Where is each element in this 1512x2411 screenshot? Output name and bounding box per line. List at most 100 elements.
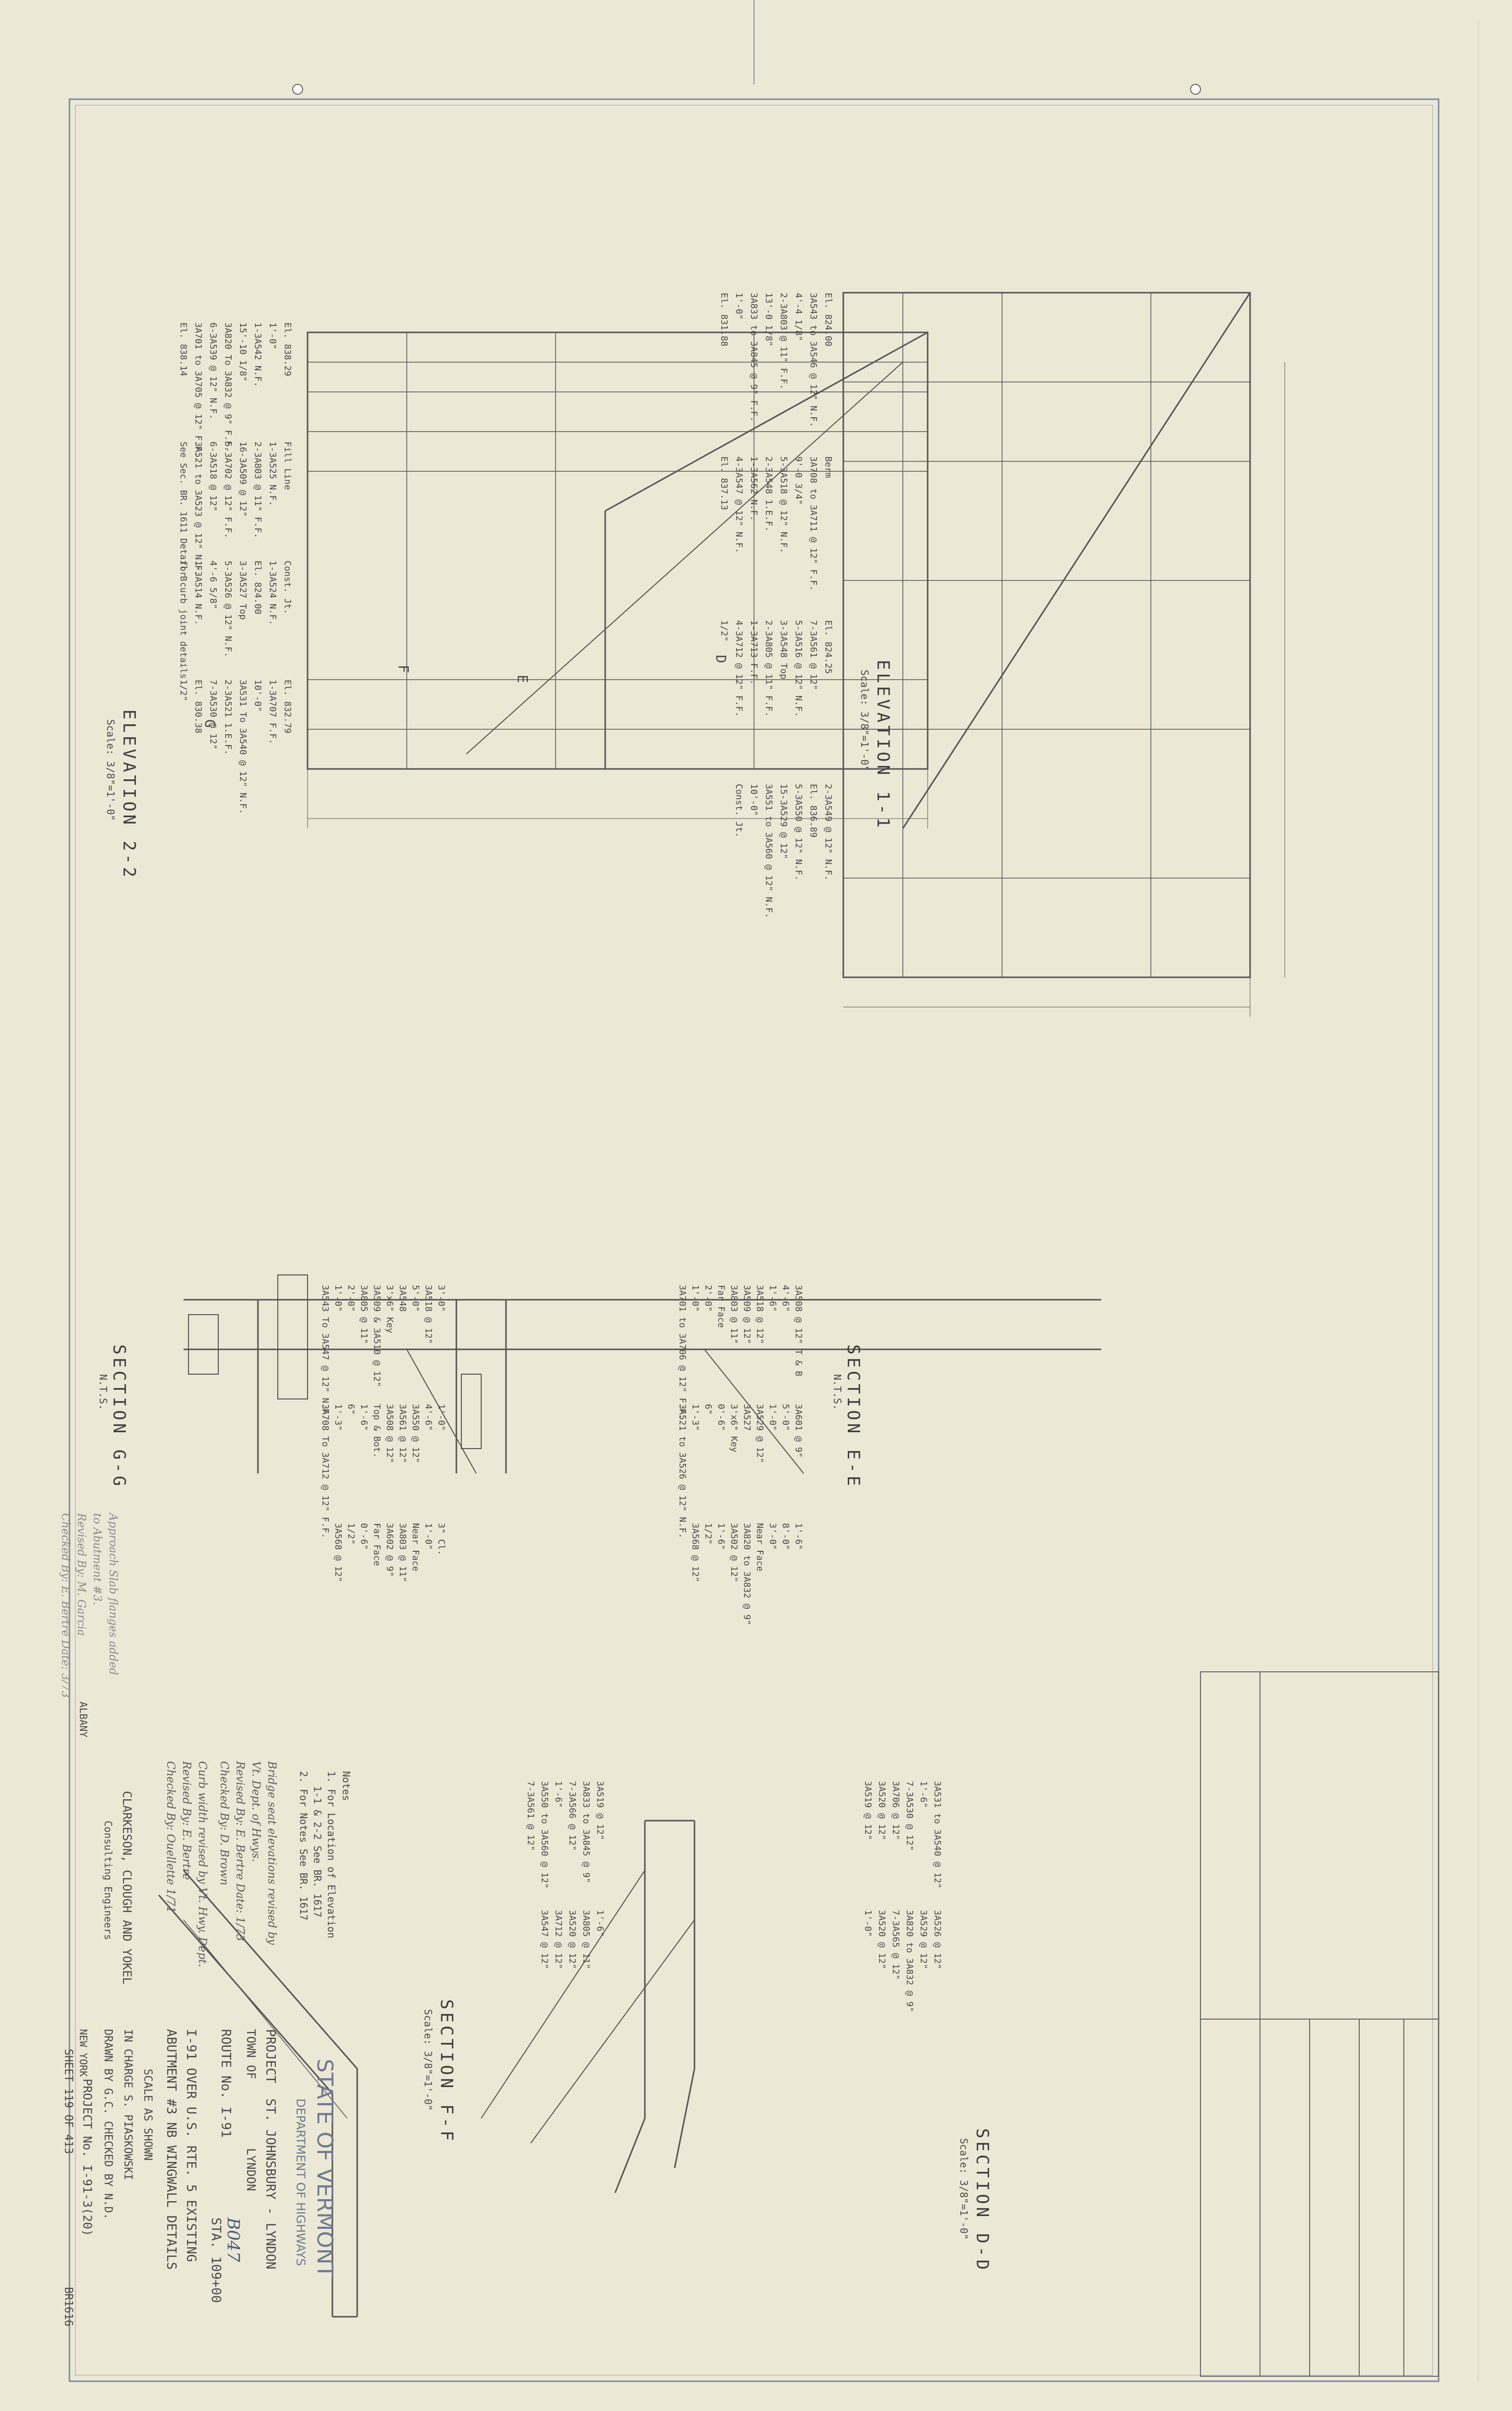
bar-callout: 5-3A550 @ 12" N.F. bbox=[793, 784, 804, 881]
bar-callout: El. 824.00 bbox=[823, 293, 833, 347]
bar-callout: Berm bbox=[823, 456, 833, 478]
state-name: STATE OF VERMONT bbox=[312, 2059, 337, 2278]
bar-callout: 3'x6" Key bbox=[729, 1404, 739, 1453]
bar-callout: 4-3A712 @ 12" F.F. bbox=[734, 620, 744, 717]
sheet-code: BR1616 bbox=[62, 2287, 74, 2327]
bar-callout: 1/2" bbox=[346, 1523, 356, 1545]
bar-callout: 7-3A566 @ 12" bbox=[567, 1781, 577, 1851]
bar-callout: Const. Jt. bbox=[734, 784, 744, 838]
section-f-f-title: SECTION F-F bbox=[437, 1999, 456, 2144]
rotated-drawing: ELEVATION 1-1 Scale: 3/8"=1'-0" ELEVATIO… bbox=[10, 84, 1449, 2411]
bar-callout: 6" bbox=[346, 1404, 356, 1415]
section-g-g-title: SECTION G-G bbox=[109, 1344, 129, 1489]
bar-callout: 16-3A509 @ 12" bbox=[238, 442, 248, 517]
bar-callout: 3A531 to 3A540 @ 12" bbox=[932, 1781, 943, 1889]
section-g-g-drawing bbox=[277, 1274, 1101, 1474]
bar-callout: 1-3A524 N.F. bbox=[267, 561, 278, 626]
description-line-1: I-91 OVER U.S. RTE. 5 EXISTING bbox=[184, 2029, 198, 2262]
bar-callout: 7-3A530 @ 12" bbox=[208, 680, 218, 750]
bar-callout: Fill Line bbox=[282, 442, 293, 490]
bar-callout: 10'-0" bbox=[252, 680, 263, 712]
bar-callout: 1'-6" bbox=[595, 1910, 605, 1937]
bar-callout: Near Face bbox=[410, 1523, 421, 1572]
bar-callout: El. 836.89 bbox=[808, 784, 819, 838]
bar-callout: 3A526 @ 12" bbox=[932, 1910, 943, 1969]
punch-hole-right bbox=[1190, 84, 1201, 95]
bar-callout: 3A527 bbox=[742, 1404, 752, 1431]
bar-callout: 2-3A805 @ 11" F.F. bbox=[763, 620, 774, 717]
section-marker-f: F bbox=[395, 665, 412, 673]
bar-callout: 1'-6" bbox=[359, 1404, 369, 1431]
revision-line: Checked By: Ouellette 1/71 bbox=[164, 1761, 177, 1913]
bar-callout: El. 830.38 bbox=[193, 680, 203, 734]
bar-callout: 3A508 @ 12" bbox=[384, 1404, 395, 1463]
bar-callout: 1/2" bbox=[178, 680, 189, 701]
bar-callout: 1'-6" bbox=[918, 1781, 929, 1808]
bar-callout: 1-3A562 N.F. bbox=[749, 456, 759, 521]
elevation-1-1-drawing bbox=[307, 331, 929, 828]
drawn-checked: DRAWN BY G.C. CHECKED BY N.D. bbox=[102, 2029, 114, 2220]
bar-callout: 3A805 @ 11" bbox=[581, 1910, 591, 1969]
bar-callout: 3A712 @ 12" bbox=[553, 1910, 564, 1969]
bar-callout: 5-3A526 @ 12" N.F. bbox=[223, 561, 233, 658]
bar-callout: 6" bbox=[703, 1404, 713, 1415]
in-charge: IN CHARGE S. PIASKOWSKI bbox=[122, 2029, 134, 2180]
bar-callout: 3A803 @ 11" bbox=[729, 1285, 739, 1344]
bar-callout: 3A568 @ 12" bbox=[690, 1523, 700, 1583]
bar-callout: 1'-6" bbox=[793, 1523, 804, 1550]
bar-callout: 1-3A707 F.F. bbox=[267, 680, 278, 745]
bar-callout: Top & Bot. bbox=[372, 1404, 382, 1458]
bar-callout: 3'x6" Key bbox=[384, 1285, 395, 1333]
bar-callout: 3-3A527 Top bbox=[238, 561, 248, 620]
bar-callout: 1-3A514 N.F. bbox=[193, 561, 203, 626]
bar-callout: 3A820 to 3A832 @ 9" bbox=[742, 1523, 752, 1625]
bar-callout: Far Face bbox=[372, 1523, 382, 1566]
bar-callout: 7-3A530 @ 12" bbox=[904, 1781, 915, 1851]
bar-callout: 2-3A548 1.E.F. bbox=[763, 456, 774, 532]
bar-callout: 3A508 @ 12" T & B bbox=[793, 1285, 804, 1377]
notes-line-1b: 1-1 & 2-2 See BR. 1617 bbox=[312, 1786, 323, 1917]
bar-callout: 3A543 To 3A547 @ 12" N.F. bbox=[320, 1285, 330, 1419]
station: STA. 109+00 bbox=[208, 2218, 223, 2303]
revision-line: Revised By: E. Bertre Date: 1/73 bbox=[234, 1761, 246, 1941]
bar-callout: 1'-6" bbox=[767, 1285, 778, 1312]
revision-line: Vt. Dept. of Hwys. bbox=[250, 1761, 262, 1862]
bar-callout: El. 831.88 bbox=[719, 293, 729, 347]
bar-callout: 1-3A713 F.F. bbox=[749, 620, 759, 685]
bar-callout: 8'-0" bbox=[780, 1523, 791, 1550]
bar-callout: 3A701 to 3A705 @ 12" F.F. bbox=[193, 322, 203, 457]
bar-callout: 3A531 To 3A540 @ 12" N.F. bbox=[238, 680, 248, 814]
bar-callout: 3A548 bbox=[397, 1285, 408, 1312]
bar-callout: 3A550 to 3A560 @ 12" bbox=[539, 1781, 550, 1889]
bar-callout: 3'-0" bbox=[767, 1523, 778, 1550]
bar-callout: 1-3A542 N.F. bbox=[252, 322, 263, 387]
engineer-firm: CLARKESON, CLOUGH AND YOKEL bbox=[120, 1791, 134, 1985]
bar-callout: 3A833 to 3A845 @ 9" bbox=[581, 1781, 591, 1883]
bar-callout: 3A561 @ 12" bbox=[397, 1404, 408, 1463]
bar-callout: 5-3A516 @ 12" N.F. bbox=[793, 620, 804, 717]
bar-callout: 4'-4 1/8" bbox=[793, 293, 804, 341]
bar-callout: 9'-0 3/4" bbox=[793, 456, 804, 505]
bar-callout: 3A708 To 3A712 @ 12" F.F. bbox=[320, 1404, 330, 1538]
bar-callout: 3A518 @ 12" bbox=[423, 1285, 434, 1344]
elevation-2-2-drawing bbox=[842, 292, 1285, 1017]
bar-callout: 3A550 @ 12" bbox=[410, 1404, 421, 1463]
bar-callout: 3A708 to 3A711 @ 12" F.F. bbox=[808, 456, 819, 591]
bar-callout: 3A805 @ 11" bbox=[359, 1285, 369, 1344]
handwritten-code: B047 bbox=[223, 2218, 243, 2262]
bar-callout: 3A547 @ 12" bbox=[539, 1910, 550, 1969]
bar-callout: 7-3A565 @ 12" bbox=[890, 1910, 901, 1980]
project-label: PROJECT bbox=[263, 2029, 278, 2084]
revision-line: Approach Slab flanges added bbox=[107, 1513, 119, 1675]
bar-callout: 3A820 to 3A832 @ 9" bbox=[904, 1910, 915, 2012]
bar-callout: 4'-6 5/8" bbox=[208, 561, 218, 609]
section-d-d-drawing bbox=[158, 1870, 358, 2318]
bar-callout: 1/2" bbox=[719, 620, 729, 642]
notes-line-2: 2. For Notes See BR. 1617 bbox=[298, 1771, 310, 1921]
bar-callout: 10'-0" bbox=[749, 784, 759, 817]
bar-callout: 5-3A518 @ 12" N.F. bbox=[778, 456, 789, 554]
project-name: ST. JOHNSBURY - LYNDON bbox=[263, 2098, 278, 2270]
bar-callout: El. 824.00 bbox=[252, 561, 263, 615]
bar-callout: 3A602 @ 9" bbox=[384, 1523, 395, 1577]
section-f-f-drawing bbox=[481, 1820, 695, 2193]
